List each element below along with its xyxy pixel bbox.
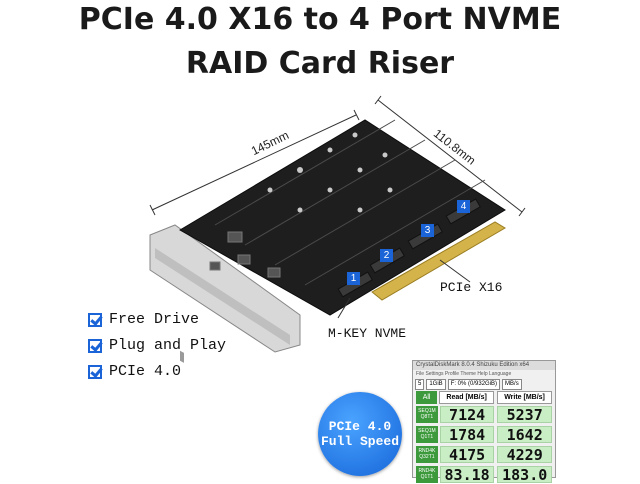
port-3-badge: 3	[421, 224, 434, 237]
read-header: Read [MB/s]	[439, 390, 495, 404]
test-button[interactable]: RND4K Q32T1	[416, 445, 438, 463]
checkbox-icon	[88, 338, 102, 353]
pcie-x16-callout: PCIe X16	[440, 280, 503, 295]
pcie-gold-fingers	[371, 221, 506, 301]
count-select[interactable]: 5	[415, 378, 425, 390]
drive-select[interactable]: F: 0% (0/932GiB)	[447, 378, 501, 390]
feature-pcie-4: PCIe 4.0	[88, 363, 181, 380]
port-4-badge: 4	[457, 200, 470, 213]
pcb-board	[179, 119, 506, 316]
feature-plug-and-play: Plug and Play	[88, 337, 226, 354]
depth-dimension-line	[377, 99, 523, 213]
write-value: 4229	[497, 445, 552, 463]
read-value: 4175	[439, 445, 495, 463]
test-button[interactable]: SEQ1M Q8T1	[416, 405, 438, 423]
title-line-1: PCIe 4.0 X16 to 4 Port NVME	[78, 2, 562, 37]
size-select[interactable]: 1GiB	[426, 378, 446, 390]
table-row: SEQ1M Q8T1 7124 5237	[413, 404, 555, 424]
width-dimension-line	[151, 114, 357, 211]
m-key-callout: M-KEY NVME	[328, 326, 407, 341]
read-value: 7124	[439, 405, 495, 423]
port-2-badge: 2	[380, 249, 393, 262]
all-button[interactable]: All	[416, 390, 438, 404]
write-value: 5237	[497, 405, 552, 423]
table-row: RND4K Q32T1 4175 4229	[413, 444, 555, 464]
read-value: 1784	[439, 425, 495, 443]
write-value: 1642	[497, 425, 552, 443]
test-button[interactable]: SEQ1M Q1T1	[416, 425, 438, 443]
checkbox-icon	[88, 364, 102, 379]
benchmark-window: CrystalDiskMark 8.0.4 Shizuku Edition x6…	[412, 360, 556, 483]
benchmark-menu: File Settings Profile Theme Help Languag…	[416, 371, 512, 377]
table-row: RND4K Q1T1 83.18 183.0	[413, 464, 555, 484]
benchmark-controls: 5 1GiB F: 0% (0/932GiB) MB/s	[413, 378, 555, 390]
test-button[interactable]: RND4K Q1T1	[416, 465, 438, 483]
port-1-badge: 1	[347, 272, 360, 285]
benchmark-window-title: CrystalDiskMark 8.0.4 Shizuku Edition x6…	[413, 361, 555, 370]
checkbox-icon	[88, 312, 102, 327]
feature-free-drive: Free Drive	[88, 311, 199, 328]
write-header: Write [MB/s]	[497, 390, 553, 404]
full-speed-badge: PCIe 4.0 Full Speed	[318, 392, 402, 476]
table-row: SEQ1M Q1T1 1784 1642	[413, 424, 555, 444]
unit-select[interactable]: MB/s	[502, 378, 522, 390]
title-line-2: RAID Card Riser	[185, 46, 455, 81]
